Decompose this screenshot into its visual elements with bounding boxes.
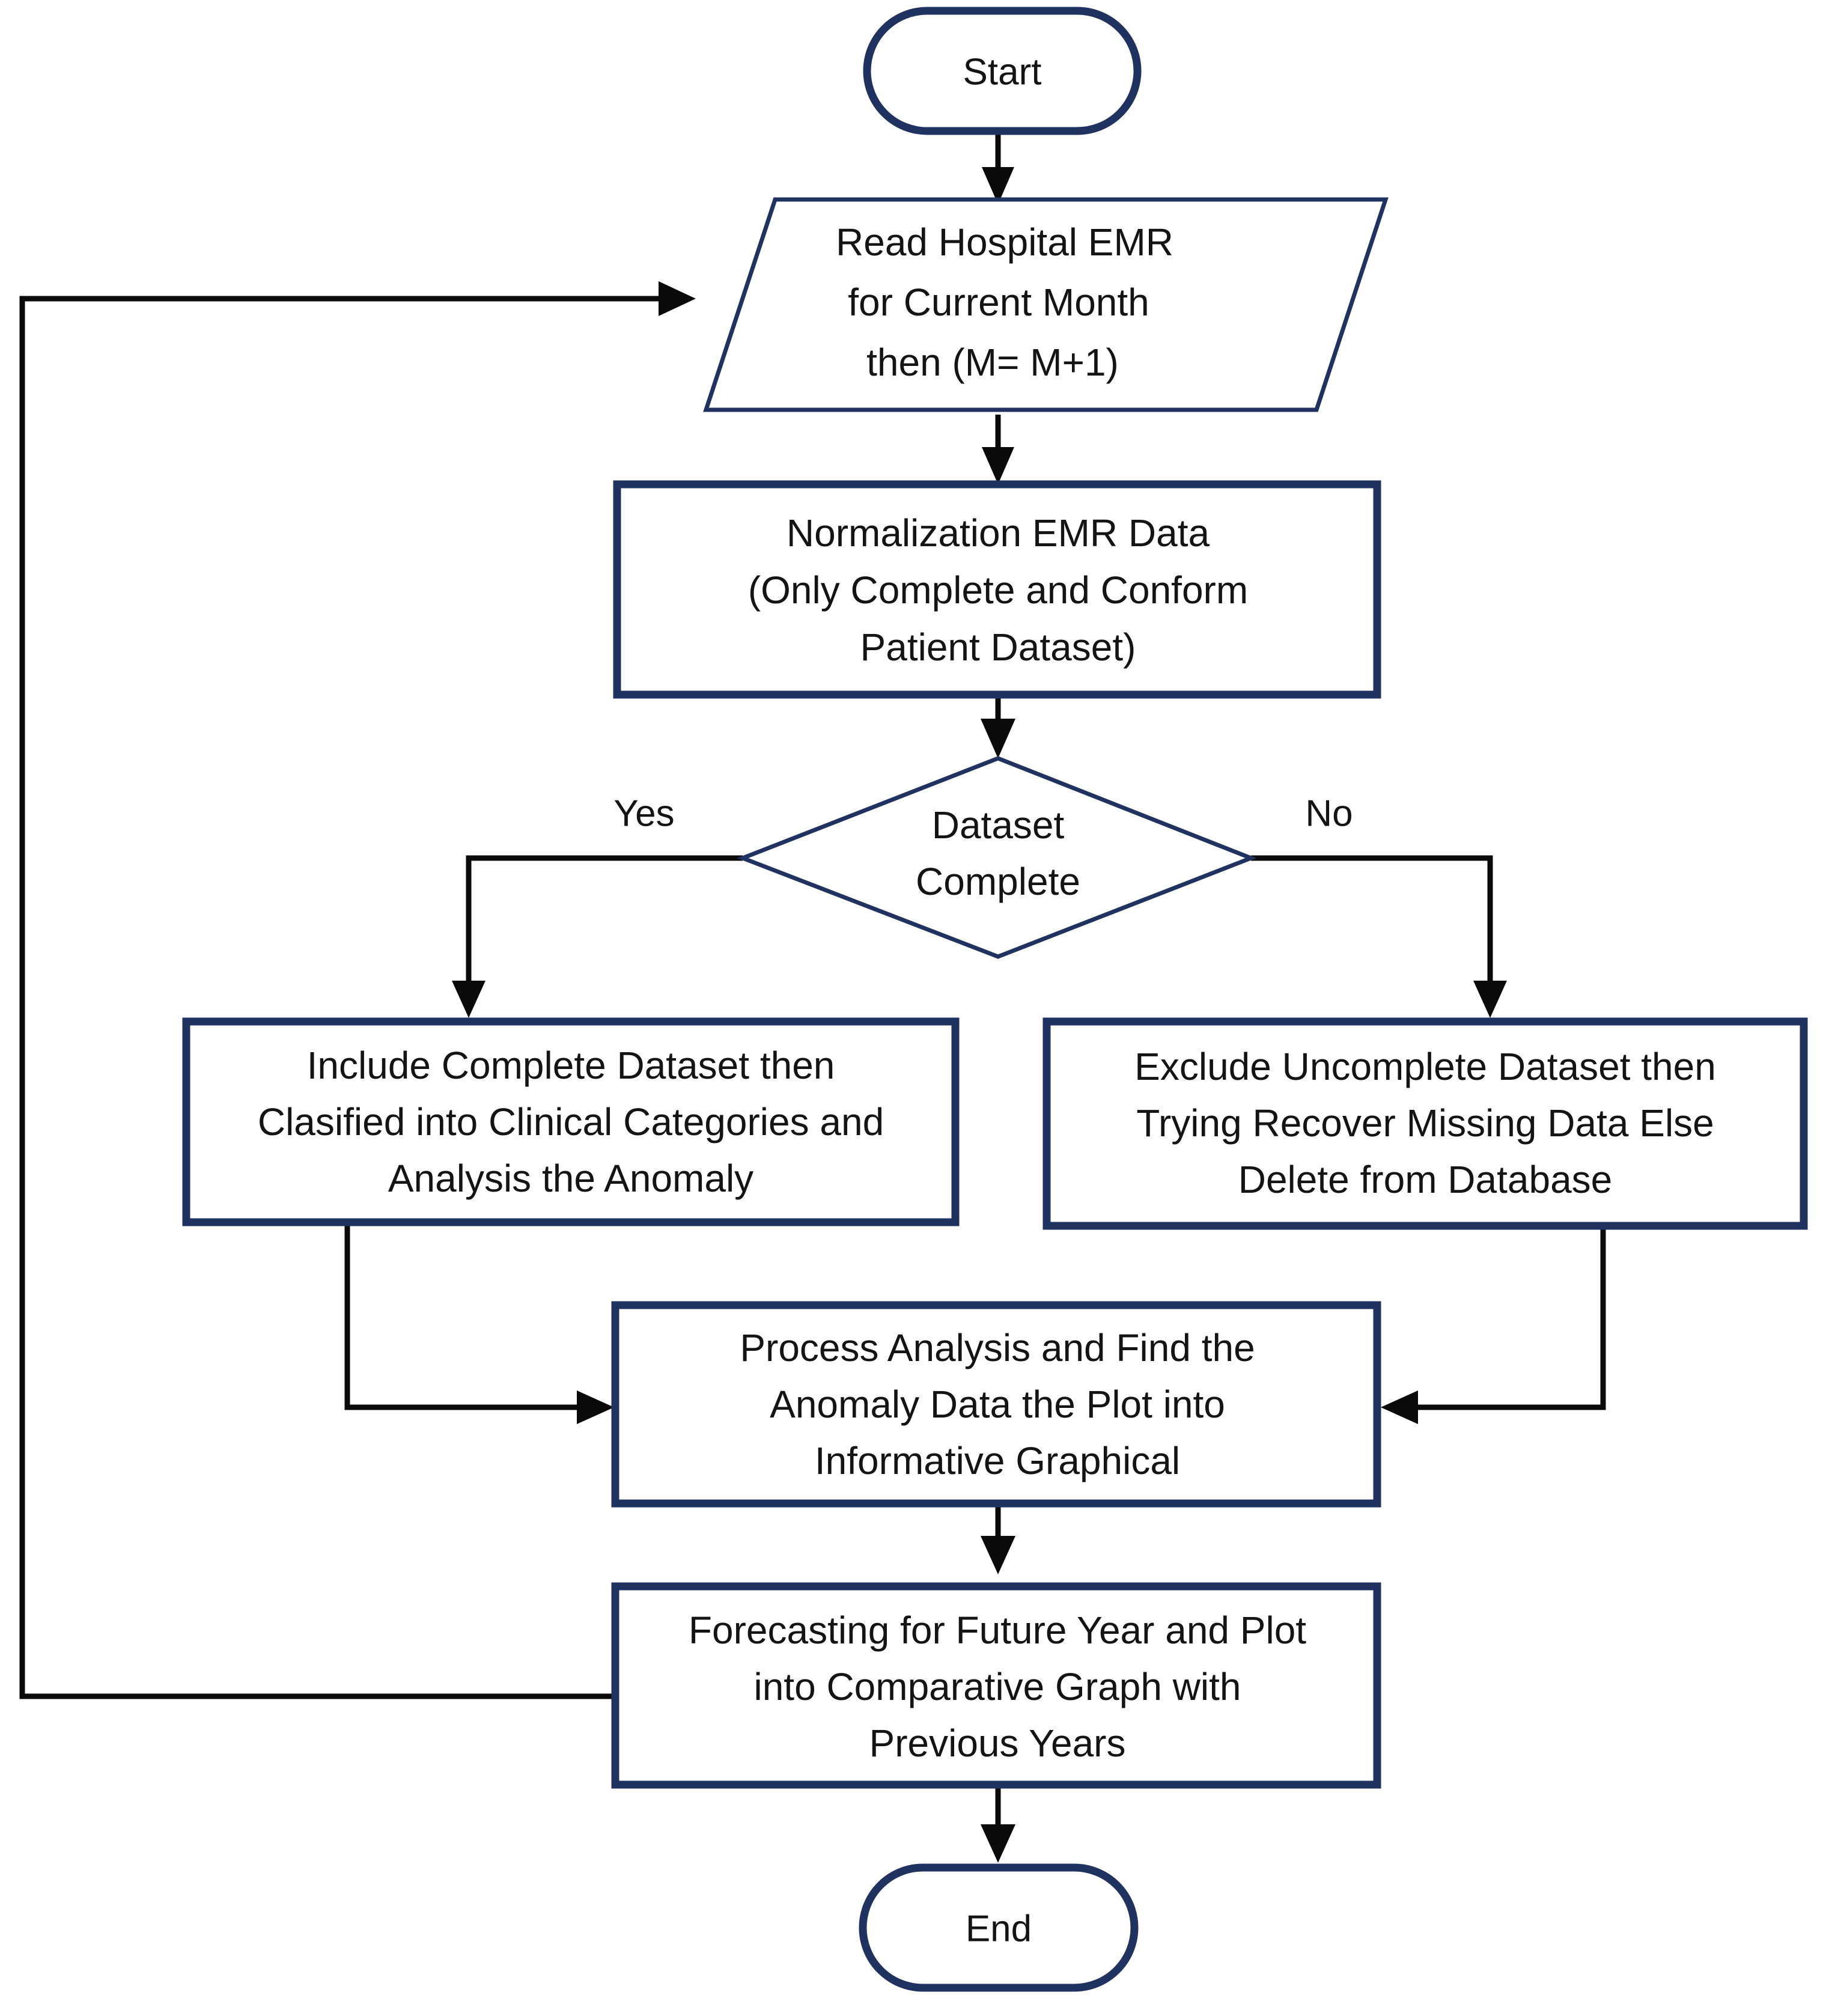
edge-decision-no-to-exclude: [1251, 855, 1507, 1018]
node-decision-line-2: Complete: [916, 860, 1080, 903]
edge-normalize-to-decision: [981, 694, 1015, 758]
node-read-emr-line-3: then (M= M+1): [866, 341, 1119, 384]
node-start-label: Start: [963, 51, 1042, 93]
node-exclude-line-1: Exclude Uncomplete Dataset then: [1134, 1045, 1716, 1088]
node-exclude-line-2: Trying Recover Missing Data Else: [1136, 1101, 1714, 1145]
edge-read-emr-to-normalize: [982, 415, 1014, 484]
node-read-emr[interactable]: Read Hospital EMR for Current Month then…: [703, 197, 1389, 412]
node-process-analysis[interactable]: Process Analysis and Find the Anomaly Da…: [611, 1301, 1381, 1508]
node-normalize-line-1: Normalization EMR Data: [787, 511, 1210, 555]
node-end[interactable]: End: [859, 1863, 1139, 1992]
edge-start-to-read-emr: [982, 131, 1014, 204]
edge-forecast-to-end: [981, 1783, 1015, 1863]
node-decision[interactable]: Dataset Complete: [737, 756, 1257, 959]
node-process-analysis-line-2: Anomaly Data the Plot into: [770, 1383, 1225, 1426]
edge-label-yes: Yes: [613, 793, 674, 834]
node-process-analysis-line-1: Process Analysis and Find the: [740, 1326, 1255, 1369]
node-include-line-3: Analysis the Anomaly: [388, 1157, 753, 1200]
edge-forecast-feedback-to-read-emr: [19, 281, 696, 1699]
node-forecast[interactable]: Forecasting for Future Year and Plot int…: [611, 1582, 1381, 1789]
edge-exclude-to-process-analysis: [1381, 1226, 1606, 1424]
node-include-line-1: Include Complete Dataset then: [307, 1044, 835, 1087]
node-read-emr-line-1: Read Hospital EMR: [836, 221, 1173, 264]
node-normalize-line-2: (Only Complete and Conform: [748, 568, 1248, 612]
edge-include-to-process-analysis: [344, 1222, 614, 1424]
node-normalize-line-3: Patient Dataset): [860, 626, 1136, 669]
node-include[interactable]: Include Complete Dataset then Clasified …: [182, 1017, 960, 1226]
node-start[interactable]: Start: [863, 7, 1142, 135]
node-decision-line-1: Dataset: [932, 803, 1065, 847]
node-include-line-2: Clasified into Clinical Categories and: [258, 1100, 884, 1144]
node-forecast-line-2: into Comparative Graph with: [753, 1665, 1241, 1708]
node-exclude[interactable]: Exclude Uncomplete Dataset then Trying R…: [1042, 1017, 1808, 1230]
node-exclude-line-3: Delete from Database: [1238, 1158, 1613, 1201]
node-forecast-line-1: Forecasting for Future Year and Plot: [689, 1609, 1306, 1652]
node-read-emr-line-2: for Current Month: [848, 281, 1149, 324]
edge-label-no: No: [1305, 793, 1353, 834]
node-forecast-line-3: Previous Years: [869, 1722, 1126, 1765]
node-normalize[interactable]: Normalization EMR Data (Only Complete an…: [613, 480, 1381, 699]
node-end-label: End: [966, 1908, 1032, 1949]
edge-process-analysis-to-forecast: [981, 1502, 1015, 1574]
node-process-analysis-line-3: Informative Graphical: [815, 1439, 1180, 1482]
edge-decision-yes-to-include: [452, 855, 743, 1018]
